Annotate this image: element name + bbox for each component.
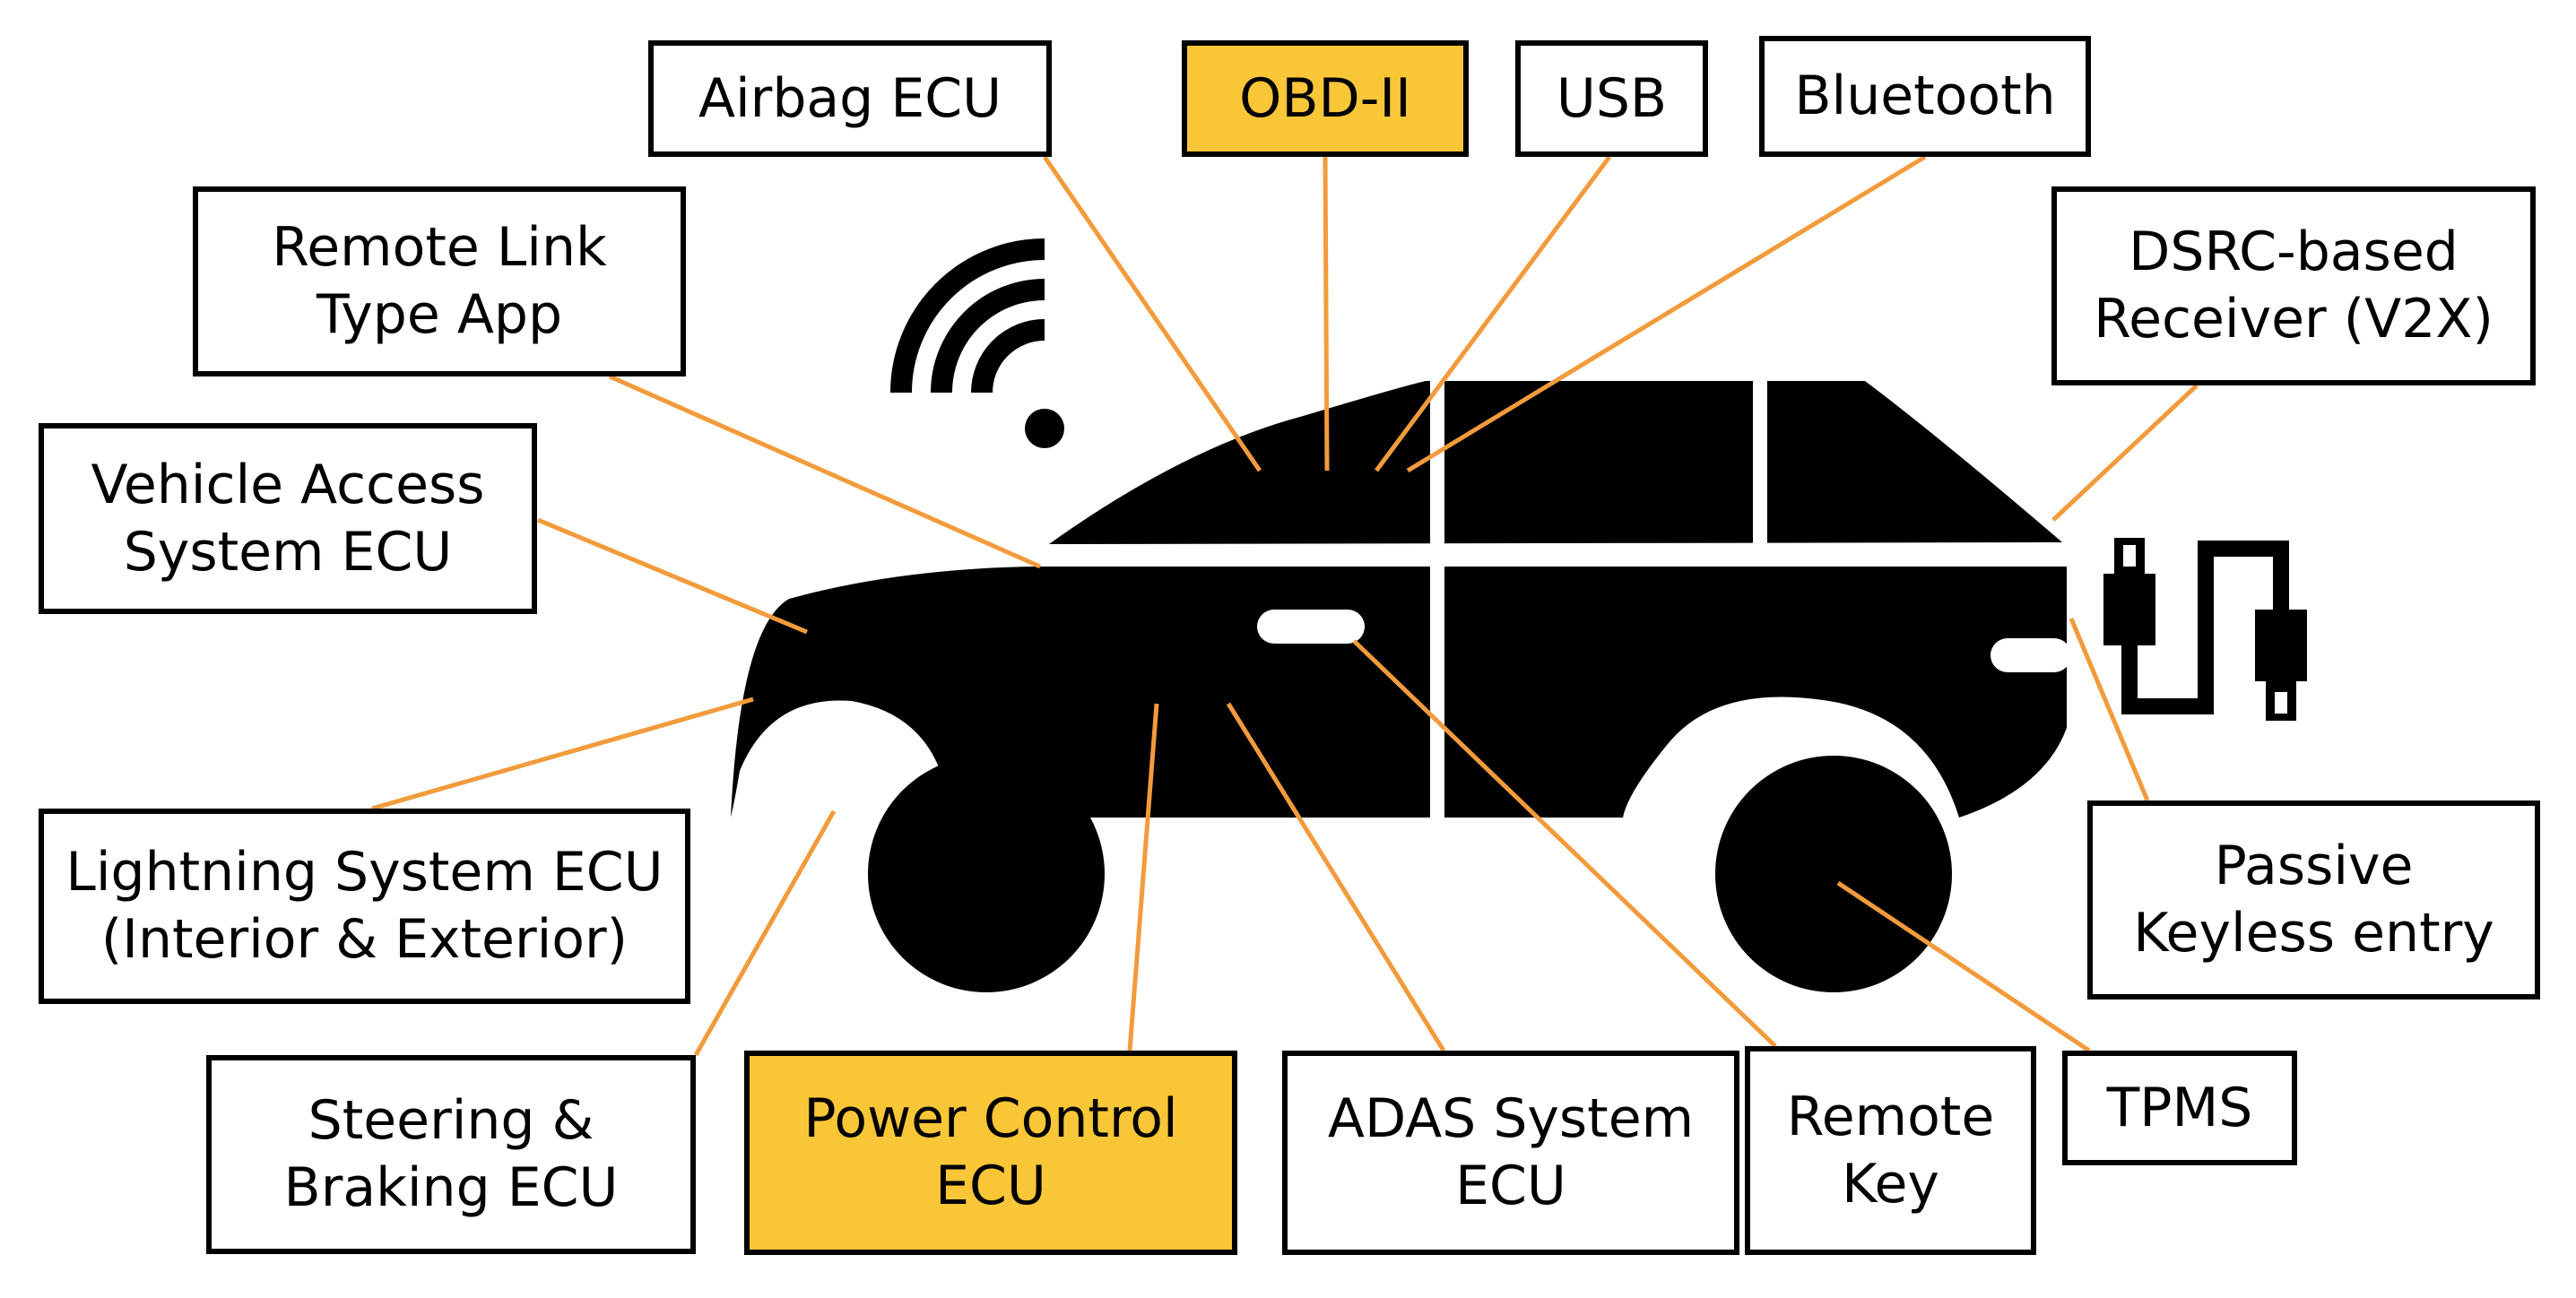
- bluetooth-line: [1406, 154, 1927, 473]
- box-label-line: Power Control: [803, 1087, 1178, 1150]
- box-label-line: Remote Link: [272, 216, 607, 279]
- box-label-line: Remote: [1786, 1085, 1995, 1148]
- obd-ii-box: OBD-II: [1182, 40, 1469, 157]
- box-label-line: Airbag ECU: [698, 66, 1002, 130]
- box-label-line: Passive: [2214, 835, 2414, 897]
- usb-box: USB: [1515, 40, 1708, 157]
- box-label-line: Type App: [316, 283, 563, 346]
- power-control-line: [1127, 703, 1159, 1051]
- usb-cable-icon: [2103, 538, 2307, 721]
- box-label-line: Braking ECU: [283, 1156, 619, 1219]
- tpms-line: [1836, 880, 2091, 1053]
- box-label-line: Lightning System ECU: [65, 841, 664, 904]
- lighting-line: [371, 697, 754, 811]
- vehicle-access-line: [537, 517, 808, 635]
- dsrc-line: [2051, 384, 2199, 522]
- box-label-line: Keyless entry: [2133, 902, 2494, 965]
- box-label-line: Vehicle Access: [91, 453, 485, 516]
- lighting-ecu-box: Lightning System ECU(Interior & Exterior…: [39, 809, 690, 1004]
- box-label-line: Steering &: [308, 1089, 594, 1152]
- steering-line: [693, 809, 837, 1057]
- tpms-box: TPMS: [2062, 1051, 2297, 1165]
- box-label-line: USB: [1556, 66, 1668, 130]
- steering-braking-ecu-box: Steering &Braking ECU: [206, 1055, 696, 1254]
- remote-key-line: [1352, 639, 1777, 1048]
- car-window-lines: [1022, 376, 2080, 825]
- obd-ii-line: [1323, 156, 1330, 472]
- airbag-ecu-box: Airbag ECU: [648, 40, 1052, 157]
- box-label-line: Bluetooth: [1794, 65, 2056, 127]
- airbag-line: [1042, 155, 1262, 472]
- bluetooth-box: Bluetooth: [1759, 36, 2091, 157]
- box-label-line: Key: [1842, 1152, 1939, 1216]
- door-handle-front: [1257, 610, 1365, 644]
- box-label-line: ADAS System: [1327, 1087, 1695, 1150]
- passive-keyless-line: [2069, 618, 2150, 801]
- leader-lines: [371, 154, 2199, 1057]
- usb-line: [1374, 155, 1612, 472]
- remote-link-line: [608, 374, 1042, 569]
- box-label-line: ECU: [935, 1155, 1046, 1217]
- adas-line: [1226, 702, 1446, 1052]
- box-label-line: (Interior & Exterior): [100, 908, 629, 971]
- box-label-line: OBD-II: [1239, 66, 1411, 130]
- box-label-line: TPMS: [2106, 1076, 2253, 1139]
- door-handle-rear: [1991, 638, 2071, 672]
- box-label-line: ECU: [1455, 1155, 1566, 1217]
- car-silhouette-icon: [731, 381, 2067, 992]
- box-label-line: Receiver (V2X): [2094, 288, 2494, 350]
- box-label-line: System ECU: [123, 520, 453, 584]
- box-label-line: DSRC-based: [2129, 221, 2459, 283]
- wifi-signal-icon: [890, 238, 1064, 448]
